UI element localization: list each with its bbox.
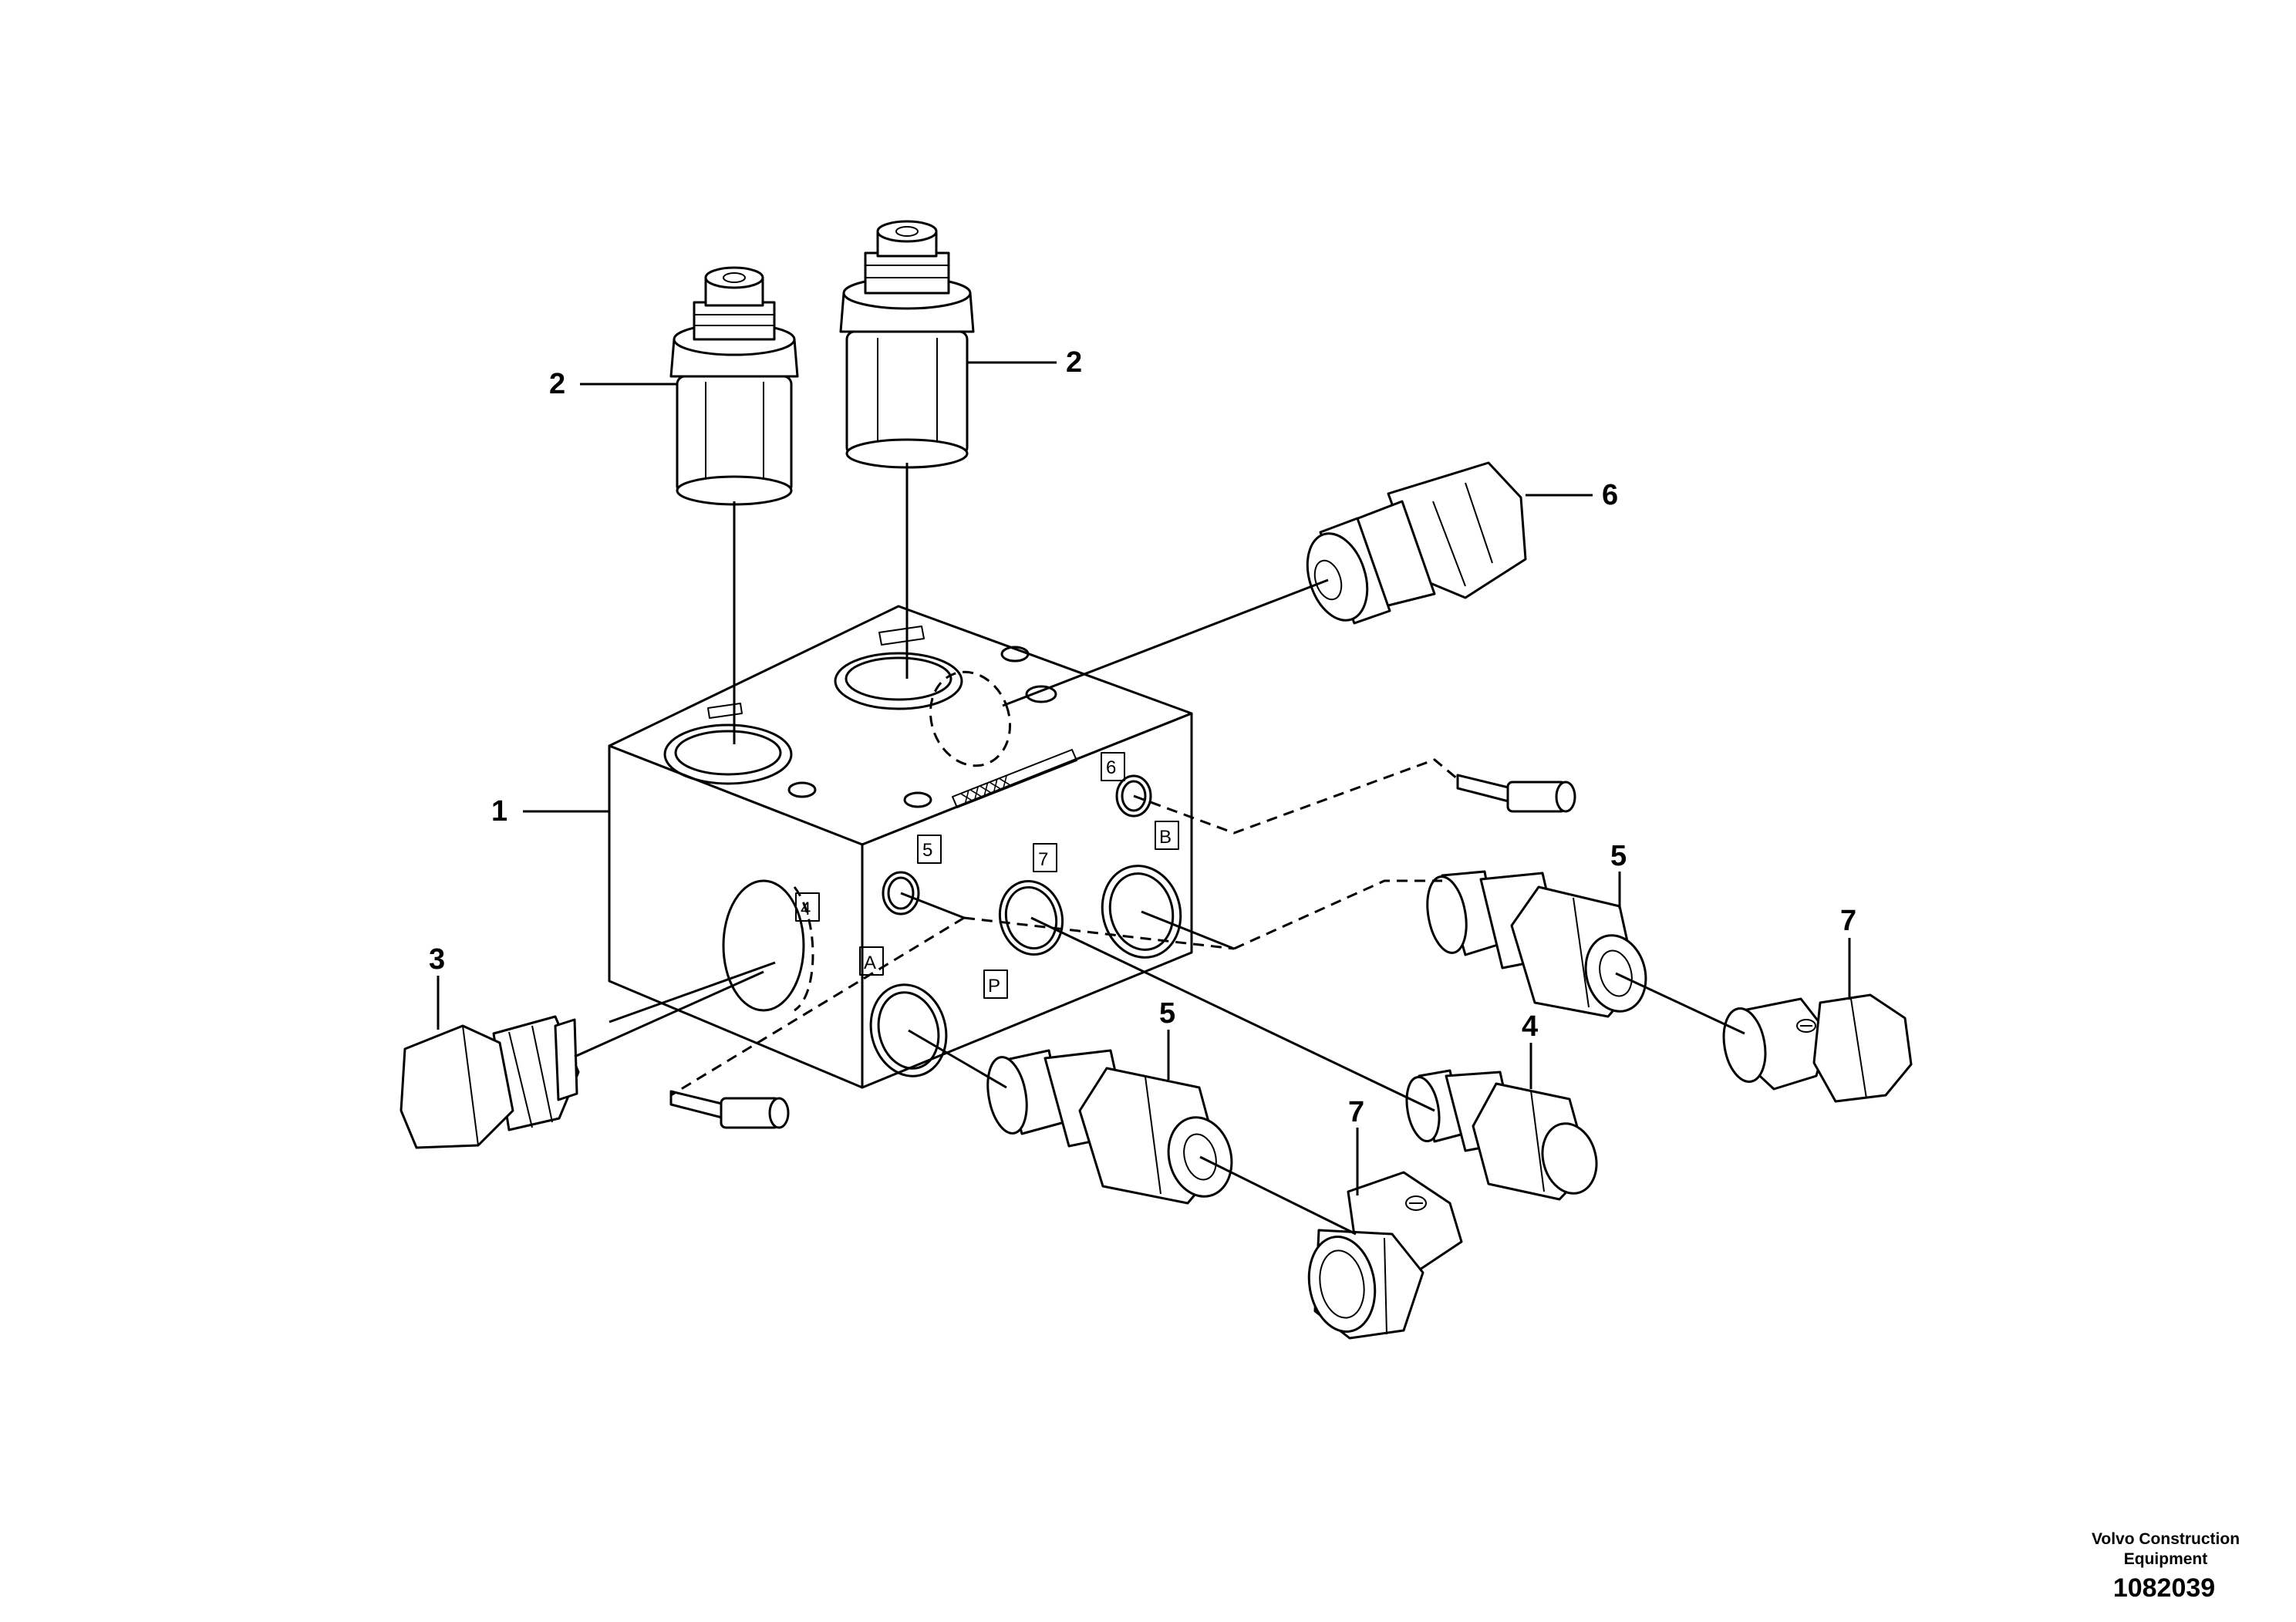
fitting-2-right <box>839 220 975 469</box>
connector-5-lower <box>986 1049 1233 1205</box>
svg-text:3: 3 <box>429 943 445 976</box>
callout-1: 1 <box>491 795 611 828</box>
connector-5-upper <box>1426 870 1647 1018</box>
port-label-6: 6 <box>1101 752 1125 781</box>
port-label-5: 5 <box>917 835 942 864</box>
connector-4 <box>1405 1069 1598 1201</box>
svg-text:7: 7 <box>1038 849 1048 870</box>
port-label-7: 7 <box>1033 843 1057 872</box>
brand-line-1: Volvo Construction <box>2092 1530 2240 1548</box>
footer-branding: Volvo Construction Equipment 1082039 <box>2092 1530 2240 1603</box>
leader-lines <box>574 463 1745 1236</box>
svg-text:P: P <box>988 976 1000 996</box>
svg-text:7: 7 <box>1348 1096 1364 1128</box>
svg-text:5: 5 <box>922 840 932 861</box>
valve-block: XXXXX <box>608 605 1193 1089</box>
callout-4: 4 <box>1522 1010 1538 1089</box>
seal-pin-lower <box>669 1090 790 1129</box>
callout-7-right: 7 <box>1840 905 1856 1000</box>
callout-6: 6 <box>1526 479 1618 511</box>
elbow-7-right <box>1722 993 1913 1103</box>
svg-text:2: 2 <box>1066 346 1082 379</box>
document-number: 1082039 <box>2113 1573 2215 1603</box>
svg-text:5: 5 <box>1159 997 1175 1030</box>
svg-text:2: 2 <box>549 368 565 400</box>
callout-5-upper: 5 <box>1610 840 1627 909</box>
callout-3: 3 <box>429 943 445 1030</box>
callout-5-lower: 5 <box>1159 997 1175 1080</box>
brand-line-2: Equipment <box>2124 1550 2208 1568</box>
callout-7-lower: 7 <box>1348 1096 1364 1195</box>
plug-3 <box>400 1015 580 1149</box>
callout-2-right: 2 <box>967 346 1082 379</box>
svg-text:1: 1 <box>491 795 507 828</box>
fitting-2-left <box>669 266 799 506</box>
svg-text:4: 4 <box>801 899 811 919</box>
callout-2-left: 2 <box>549 368 677 400</box>
elbow-7-lower <box>1307 1171 1463 1340</box>
svg-text:6: 6 <box>1602 479 1618 511</box>
svg-text:B: B <box>1159 827 1172 848</box>
svg-text:6: 6 <box>1106 757 1116 778</box>
svg-text:A: A <box>864 953 876 973</box>
port-label-p: P <box>983 969 1008 999</box>
port-label-b: B <box>1155 821 1179 850</box>
seal-pin-upper <box>1456 774 1576 813</box>
svg-text:5: 5 <box>1610 840 1627 872</box>
svg-text:7: 7 <box>1840 905 1856 937</box>
adapter-6 <box>1306 461 1527 625</box>
port-label-4: 4 <box>795 892 820 922</box>
svg-text:4: 4 <box>1522 1010 1538 1043</box>
